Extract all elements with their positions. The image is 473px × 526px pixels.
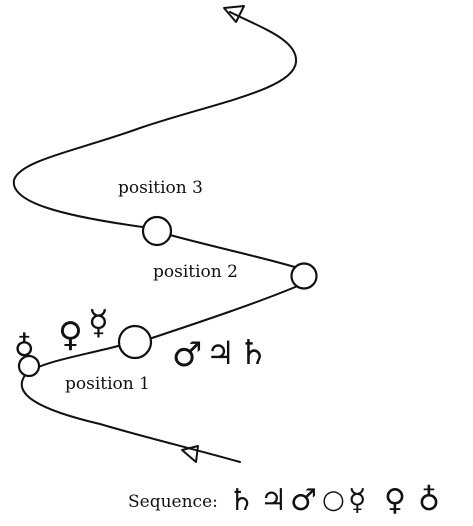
saturn-symbol: ♄ [238, 333, 268, 373]
arrowhead-bottom [181, 445, 199, 463]
planet-circle-position-3 [141, 215, 173, 247]
label-position-2: position 2 [153, 262, 238, 282]
sequence-symbol-venus: ♀ [384, 483, 406, 518]
sequence-symbol-sun: ○ [322, 485, 345, 515]
path-segment-middle [169, 234, 299, 269]
path-segment-upper [12, 11, 298, 229]
planet-circle-earth [17, 354, 41, 378]
sequence-label: Sequence: [128, 492, 218, 512]
sequence-symbol-jupiter: ♃ [260, 483, 287, 518]
jupiter-symbol: ♃ [206, 334, 235, 372]
path-segment-lower-middle [151, 284, 301, 339]
sequence-symbol-saturn: ♄ [228, 483, 255, 518]
arrowhead-top [223, 5, 245, 23]
mercury-symbol: ☿ [88, 303, 109, 343]
planet-circle-position-1 [117, 324, 153, 360]
earth-symbol: ♁ [14, 330, 35, 363]
label-position-1: position 1 [65, 374, 150, 394]
sequence-symbol-mercury: ☿ [348, 483, 366, 518]
sequence-symbol-mars: ♂ [290, 483, 317, 518]
path-segment-lower [20, 345, 241, 463]
planet-circle-position-2 [290, 262, 318, 290]
label-position-3: position 3 [118, 178, 203, 198]
mars-symbol: ♂ [172, 335, 202, 375]
sequence-symbol-earth: ♁ [418, 483, 440, 518]
venus-symbol: ♀ [58, 315, 83, 355]
